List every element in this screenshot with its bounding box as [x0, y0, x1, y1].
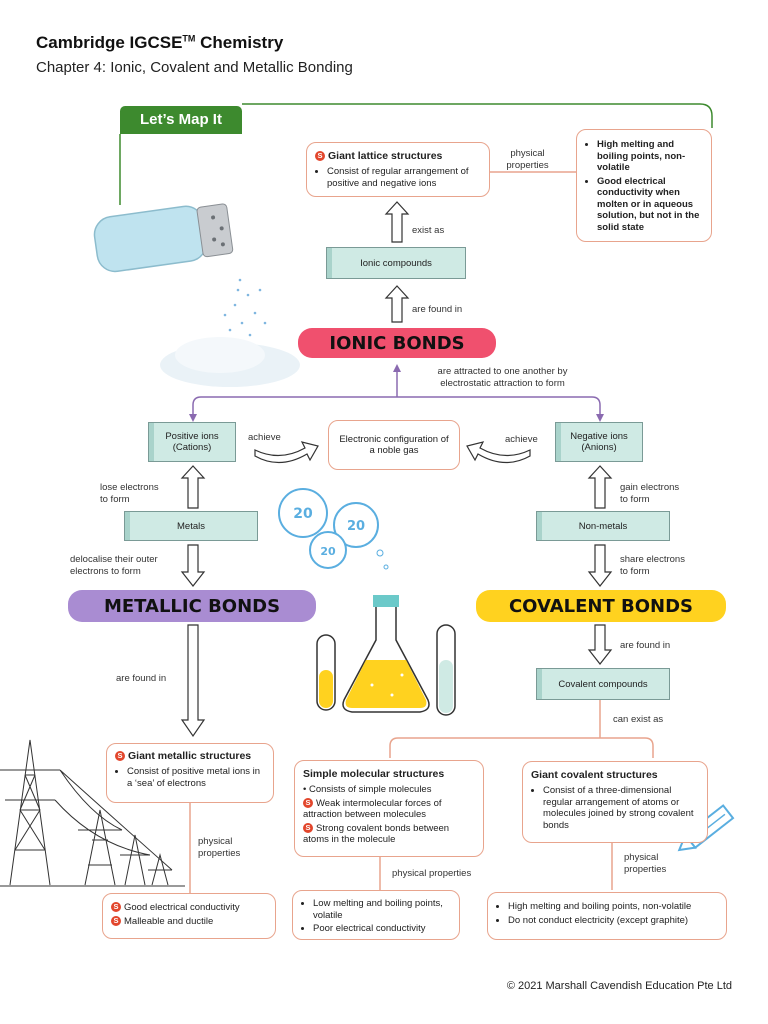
- giant-covalent-properties-box: High melting and boiling points, non-vol…: [487, 892, 727, 940]
- simple-properties-box: Low melting and boiling points, volatile…: [292, 890, 460, 940]
- covalent-compounds-node: Covalent compounds: [536, 668, 670, 700]
- syllabus-s-icon: S: [315, 151, 325, 162]
- achieve-label-left: achieve: [248, 432, 281, 443]
- physical-properties-label: physical properties: [506, 148, 549, 171]
- trademark-mark: TM: [182, 33, 196, 44]
- flask-illustration: [316, 595, 456, 716]
- physical-properties-label-metallic: physical properties: [198, 836, 241, 859]
- giant-covalent-heading: Giant covalent structures: [531, 769, 658, 781]
- electrostatic-attraction-label: are attracted to one another by electros…: [437, 366, 568, 389]
- giant-lattice-heading: Giant lattice structures: [328, 150, 443, 162]
- metallic-bonds-node: METALLIC BONDS: [68, 590, 316, 622]
- lose-electrons-label: lose electrons to form: [100, 482, 159, 505]
- are-found-in-label: are found in: [412, 304, 463, 315]
- physical-properties-label-covalent: physical properties: [624, 852, 667, 875]
- covalent-bonds-node: COVALENT BONDS: [476, 590, 726, 622]
- ionic-properties-box: High melting and boiling points, non-vol…: [576, 129, 712, 242]
- list-item: High melting and boiling points, non-vol…: [508, 901, 718, 913]
- gain-electrons-label: gain electrons to form: [620, 482, 680, 505]
- are-found-in-label-covalent: are found in: [620, 640, 671, 651]
- metals-node: Metals: [124, 511, 258, 541]
- power-pylons-illustration: [0, 739, 185, 887]
- svg-text:20: 20: [347, 519, 365, 534]
- list-item: Low melting and boiling points, volatile: [313, 898, 451, 921]
- exist-as-label: exist as: [412, 225, 445, 236]
- negative-ions-node: Negative ions (Anions): [555, 422, 643, 462]
- lets-map-it-tab: Let’s Map It: [120, 106, 242, 134]
- syllabus-s-icon: S: [115, 751, 125, 762]
- simple-molecular-heading: Simple molecular structures: [303, 768, 445, 780]
- giant-metallic-heading: Giant metallic structures: [128, 750, 252, 762]
- achieve-label-right: achieve: [505, 434, 538, 445]
- coins-illustration: 20 20 20: [278, 488, 389, 570]
- ionic-bonds-node: IONIC BONDS: [298, 328, 496, 358]
- coin-value: 20: [293, 506, 313, 522]
- ionic-compounds-node: Ionic compounds: [326, 247, 466, 279]
- page-title: Cambridge IGCSETM Chemistry: [36, 33, 284, 52]
- list-item: Good electrical conductivity when molten…: [597, 176, 703, 234]
- copyright-notice: © 2021 Marshall Cavendish Education Pte …: [506, 980, 732, 992]
- noble-gas-box: Electronic configuration of a noble gas: [328, 420, 460, 470]
- list-item: Do not conduct electricity (except graph…: [508, 915, 718, 927]
- giant-covalent-box: Giant covalent structures Consist of a t…: [522, 761, 708, 843]
- list-item: Consist of a three-dimensional regular a…: [543, 785, 699, 831]
- simple-molecular-box: Simple molecular structures • Consists o…: [294, 760, 484, 857]
- positive-ions-node: Positive ions (Cations): [148, 422, 236, 462]
- list-item: • Consists of simple molecules: [303, 784, 432, 795]
- delocalise-label: delocalise their outer electrons to form: [70, 554, 158, 577]
- svg-text:20: 20: [320, 545, 336, 558]
- non-metals-node: Non-metals: [536, 511, 670, 541]
- can-exist-as-label: can exist as: [613, 714, 664, 725]
- list-item: Consist of regular arrangement of positi…: [327, 166, 481, 189]
- salt-shaker-illustration: [93, 203, 300, 387]
- physical-properties-label-simple: physical properties: [392, 868, 472, 879]
- list-item: Poor electrical conductivity: [313, 923, 451, 935]
- page-subtitle: Chapter 4: Ionic, Covalent and Metallic …: [36, 59, 353, 76]
- list-item: Consist of positive metal ions in a ‘sea…: [127, 766, 265, 789]
- list-item: High melting and boiling points, non-vol…: [597, 139, 703, 174]
- share-electrons-label: share electrons to form: [620, 554, 685, 577]
- are-found-in-label-metallic: are found in: [116, 673, 167, 684]
